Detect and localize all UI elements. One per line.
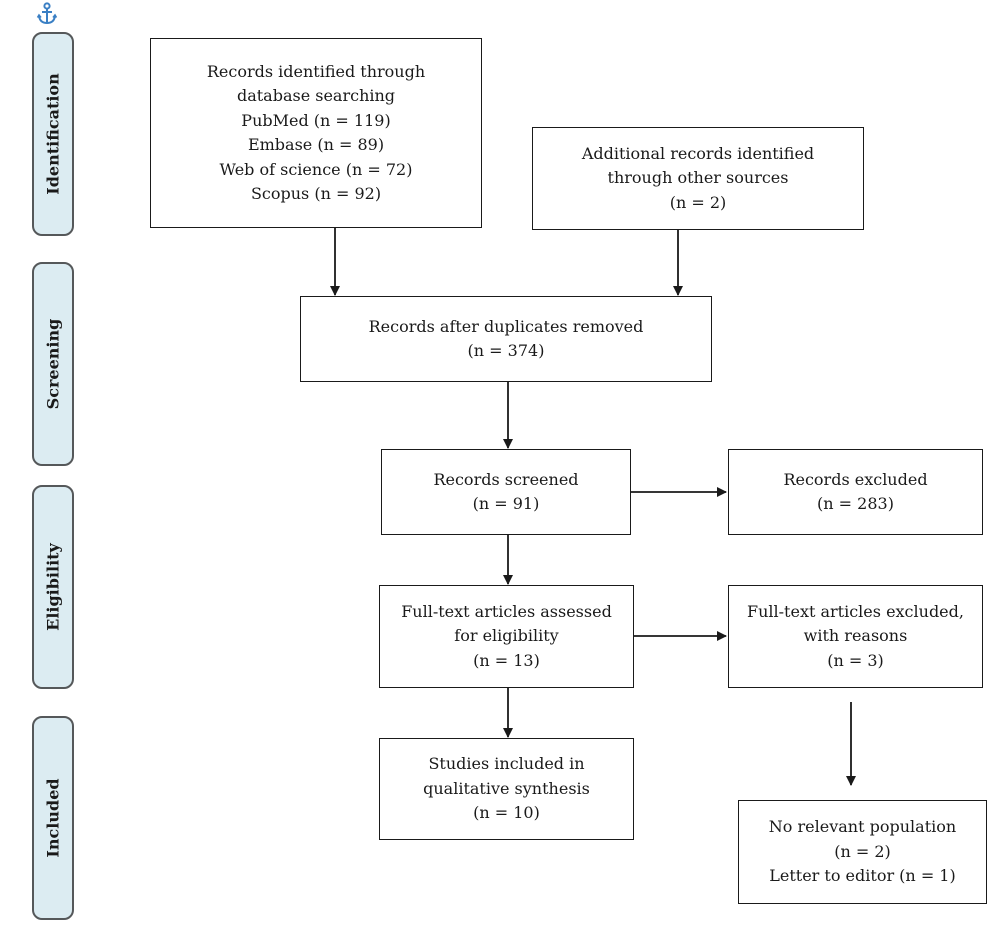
box-fulltext-excluded-line: Full-text articles excluded, [747, 601, 964, 621]
box-records-identified-line: database searching [236, 86, 396, 105]
box-records-excluded: Records excluded (n = 283) [728, 449, 983, 535]
box-additional-records-line: through other sources [607, 168, 789, 188]
box-studies-included: Studies included in qualitative synthesi… [379, 738, 634, 840]
box-records-screened: Records screened (n = 91) [381, 449, 631, 535]
box-studies-included-line: Studies included in [428, 754, 585, 774]
box-records-excluded-line: Records excluded [783, 469, 928, 489]
box-fulltext-assessed-line: (n = 13) [473, 650, 540, 670]
box-fulltext-assessed-line: for eligibility [454, 626, 559, 646]
box-records-identified-line: Embase (n = 89) [247, 135, 385, 154]
box-records-identified-line: Records identified through [206, 61, 426, 81]
box-exclusion-reasons: No relevant population (n = 2) Letter to… [738, 800, 987, 904]
stage-screening: Screening [32, 262, 74, 466]
box-additional-records: Additional records identified through ot… [532, 127, 864, 230]
box-records-screened-line: Records screened [433, 469, 579, 489]
box-exclusion-reasons-line: (n = 2) [834, 841, 891, 861]
stage-eligibility: Eligibility [32, 485, 74, 689]
box-duplicates-removed: Records after duplicates removed (n = 37… [300, 296, 712, 382]
box-records-identified-line: Scopus (n = 92) [250, 184, 382, 203]
box-studies-included-line: (n = 10) [473, 803, 540, 823]
box-duplicates-removed-line: Records after duplicates removed [368, 316, 644, 336]
anchor-icon[interactable] [36, 2, 58, 28]
box-fulltext-excluded: Full-text articles excluded, with reason… [728, 585, 983, 688]
stage-included: Included [32, 716, 74, 920]
box-additional-records-line: Additional records identified [581, 143, 815, 163]
box-duplicates-removed-line: (n = 374) [467, 341, 545, 360]
box-fulltext-assessed: Full-text articles assessed for eligibil… [379, 585, 634, 688]
box-records-identified: Records identified through database sear… [150, 38, 482, 228]
box-records-excluded-line: (n = 283) [817, 494, 894, 513]
box-exclusion-reasons-line: No relevant population [768, 817, 957, 837]
box-fulltext-excluded-line: with reasons [803, 626, 908, 646]
box-fulltext-assessed-line: Full-text articles assessed [401, 601, 612, 621]
box-records-screened-line: (n = 91) [472, 494, 540, 513]
box-exclusion-reasons-line: Letter to editor (n = 1) [769, 866, 956, 886]
box-studies-included-line: qualitative synthesis [423, 778, 590, 798]
box-additional-records-line: (n = 2) [669, 192, 727, 212]
box-records-identified-line: PubMed (n = 119) [241, 110, 391, 130]
stage-identification: Identification [32, 32, 74, 236]
box-records-identified-line: Web of science (n = 72) [219, 159, 413, 179]
box-fulltext-excluded-line: (n = 3) [827, 650, 884, 670]
